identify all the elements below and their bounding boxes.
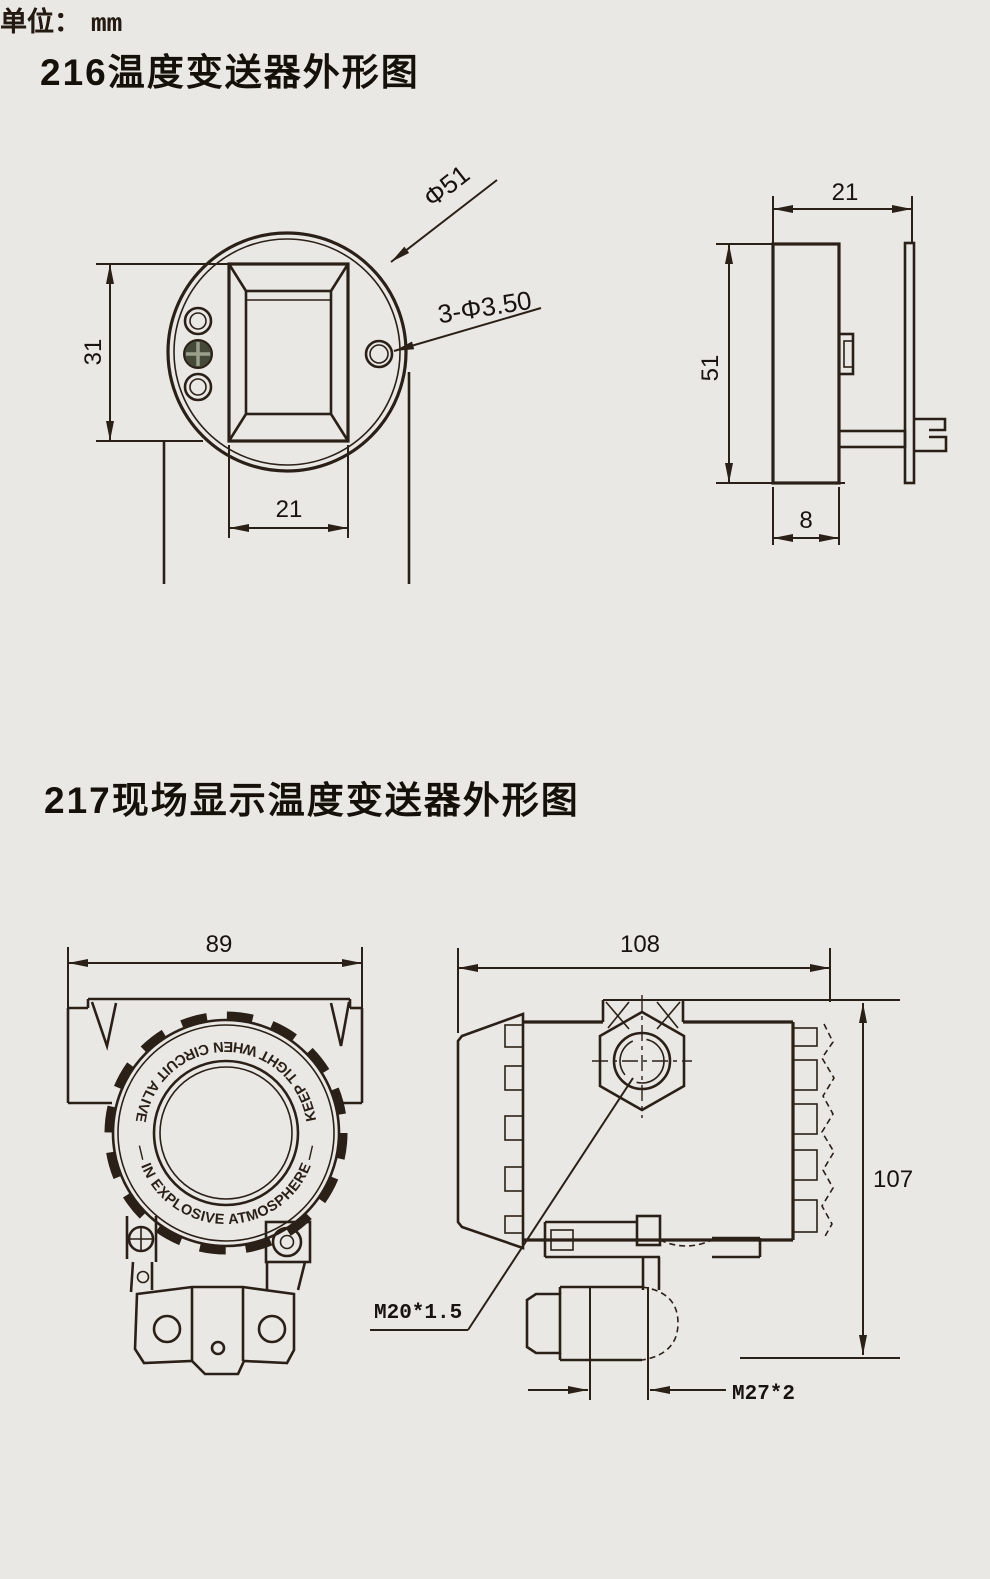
display-window <box>227 262 350 443</box>
dim-89: 89 <box>67 931 363 1010</box>
dim-107: 107 <box>603 999 913 1359</box>
label-diameter: Φ51 <box>390 159 498 263</box>
yoke-center-hole <box>210 1340 226 1356</box>
top-mounting-plate <box>66 997 364 1105</box>
label-holes: 3-Φ3.50 <box>393 285 542 352</box>
front-view-216 <box>162 231 411 584</box>
clip-bracket <box>914 417 948 453</box>
dim-107-value: 107 <box>873 1166 913 1193</box>
side-view-217 <box>456 995 835 1400</box>
dim-51: 51 <box>697 243 845 484</box>
yoke-bolt-hole-left <box>152 1314 182 1344</box>
unit-label-216: 单位： <box>0 7 81 37</box>
case-circle <box>166 231 408 473</box>
unit-value-217: mm <box>91 9 123 39</box>
dim-51-value: 51 <box>697 355 724 382</box>
dim-108: 108 <box>457 931 831 1033</box>
mounting-hole <box>364 339 394 369</box>
diameter-label: Φ51 <box>418 159 476 213</box>
dim-21-depth: 21 <box>772 179 913 244</box>
dim-89-value: 89 <box>206 931 233 958</box>
conduit-lug <box>601 1000 685 1030</box>
label-process-thread: M27*2 <box>528 1383 795 1406</box>
side-view-216 <box>771 241 948 485</box>
front-view-217: — IN EXPLOSIVE ATMOSPHERE — KEEP TIGHT W… <box>66 997 364 1376</box>
back-cover-knurl <box>792 1023 835 1239</box>
dim-8: 8 <box>772 487 840 545</box>
connector-tab <box>837 332 855 376</box>
stem-lines <box>162 372 411 584</box>
mounting-yoke <box>133 1285 296 1376</box>
dim-21-front: 21 <box>228 445 349 538</box>
dim-21-depth-value: 21 <box>832 179 859 206</box>
hinge-boss <box>264 1220 312 1291</box>
side-body <box>771 242 841 485</box>
neck-bracket <box>543 1214 762 1290</box>
dim-31-value: 31 <box>80 339 107 366</box>
section-216-title: 216温度变送器外形图 <box>40 52 420 93</box>
unit-label-217: 单位： <box>0 7 81 37</box>
housing-body-side <box>523 1020 795 1242</box>
conduit-entry-hex <box>592 995 692 1118</box>
svg-text:KEEP TIGHT WHEN CIRCUIT ALIVE: KEEP TIGHT WHEN CIRCUIT ALIVE <box>132 1038 321 1124</box>
grounding-screw-icon <box>183 339 213 369</box>
bezel-ring <box>104 1011 348 1255</box>
section-217-title: 217现场显示温度变送器外形图 <box>44 780 580 821</box>
yoke-bolt-hole-right <box>257 1314 287 1344</box>
drawing-216: Φ51 3-Φ3.50 31 21 <box>80 159 948 584</box>
button-top <box>183 306 213 336</box>
conduit-thread-value: M20*1.5 <box>374 1302 462 1325</box>
process-connection <box>525 1285 679 1400</box>
dim-8-value: 8 <box>799 507 812 534</box>
mounting-plate <box>903 241 916 485</box>
unit-note-217: 单位： mm <box>0 0 122 39</box>
display-cover-side <box>456 1012 525 1250</box>
ring-text-bottom: — IN EXPLOSIVE ATMOSPHERE — <box>132 1143 320 1228</box>
dim-21-front-value: 21 <box>276 496 303 523</box>
drawing-217: 89 <box>66 931 913 1406</box>
cross-bar <box>837 429 907 449</box>
holes-label: 3-Φ3.50 <box>436 285 534 329</box>
dim-108-value: 108 <box>620 931 660 958</box>
button-bottom <box>183 372 213 402</box>
ring-text-top: KEEP TIGHT WHEN CIRCUIT ALIVE <box>132 1038 320 1124</box>
process-thread-value: M27*2 <box>732 1383 795 1406</box>
ground-terminal <box>125 1216 158 1293</box>
unit-value-216: mm <box>91 9 123 39</box>
unit-note-216: 单位： mm <box>0 0 122 39</box>
dim-31: 31 <box>80 263 232 442</box>
label-conduit-thread: M20*1.5 <box>370 1077 634 1331</box>
svg-text:— IN EXPLOSIVE ATMOSPHERE —: — IN EXPLOSIVE ATMOSPHERE — <box>132 1143 321 1228</box>
